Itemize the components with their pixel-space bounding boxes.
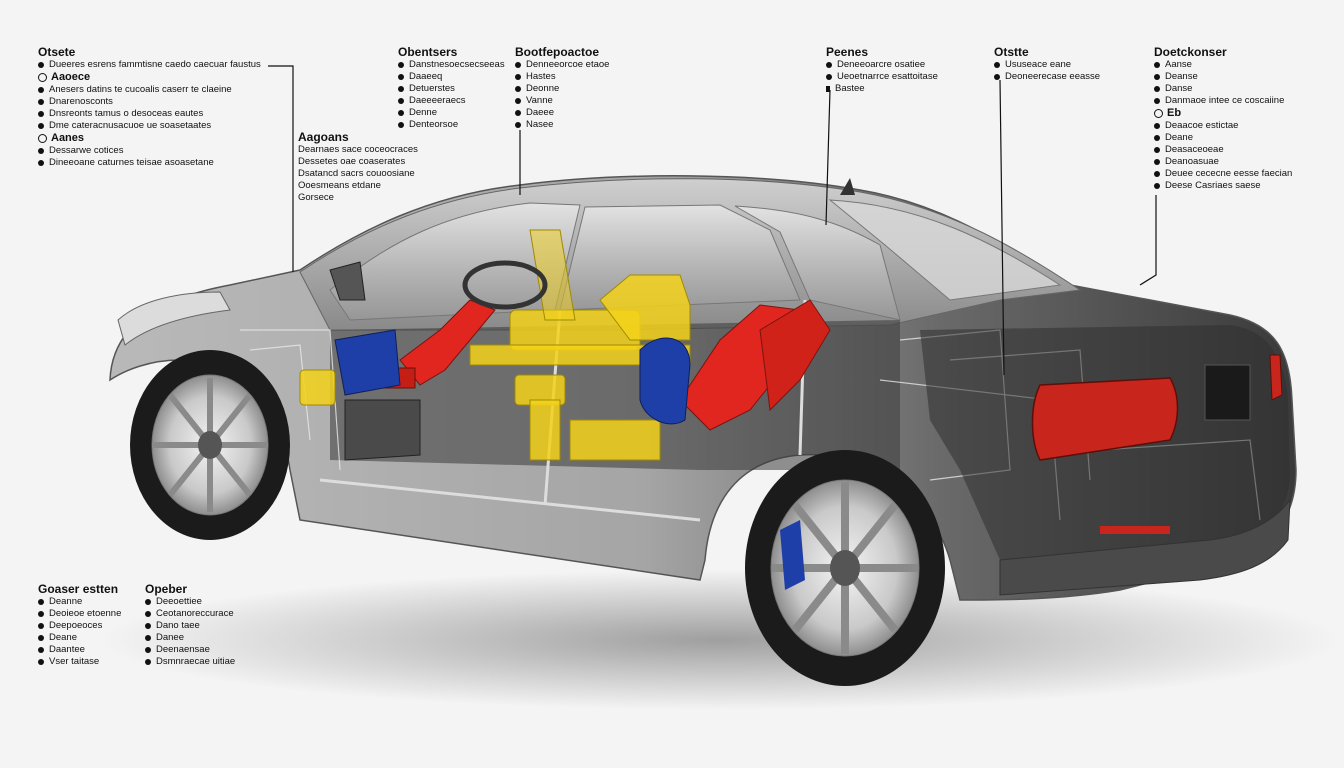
label-group-bottom-left-b: Opeber Deeoettiee Ceotanoreccurace Dano … (145, 582, 235, 668)
list-item: Dessarwe cotices (38, 145, 261, 157)
side-mirror (329, 261, 366, 301)
seats (334, 329, 691, 461)
list-item: Aanse (1154, 59, 1292, 71)
list-item: Dsatancd sacrs couoosiane (298, 168, 415, 179)
steering-wheel (462, 260, 548, 310)
list-item: Deanse (1154, 71, 1292, 83)
group-title: Otstte (994, 45, 1029, 59)
group-title: Opeber (145, 582, 188, 596)
list-item: Deepoeoces (38, 620, 121, 632)
group-title: Obentsers (398, 45, 458, 59)
list-item: Daeeeeraecs (398, 95, 505, 107)
front-wheel (130, 350, 290, 540)
list-item: Detuerstes (398, 83, 505, 95)
list-item: Danmaoe intee ce coscaiine (1154, 95, 1292, 107)
list-item: Deoieoe etoenne (38, 608, 121, 620)
list-item: Dnsreonts tamus o desoceas eautes (38, 108, 261, 120)
leader-lines (268, 65, 1157, 376)
list-item: Deese Casriaes saese (1154, 180, 1292, 192)
list-item: Nasee (515, 119, 609, 131)
list-item: Anesers datins te cucoalis caserr te cla… (38, 84, 261, 96)
list-item: Daaeeq (398, 71, 505, 83)
list-item: Dearnaes sace coceocraces (298, 144, 418, 155)
list-item: Deanoasuae (1154, 156, 1292, 168)
list-item: Vanne (515, 95, 609, 107)
taillight-right (1269, 354, 1283, 401)
list-item: Deoneerecase eeasse (994, 71, 1100, 83)
list-item: Dsmnraecae uitiae (145, 656, 235, 668)
list-item: Ueoetnarrce esattoitase (826, 71, 938, 83)
list-item: Deuee cececne eesse faecian (1154, 168, 1292, 180)
list-item: Ususeace eane (994, 59, 1100, 71)
group-title: Peenes (826, 45, 869, 59)
license-plate-area (1204, 364, 1251, 421)
list-item: Dueeres esrens fammtisne caedo caecuar f… (38, 59, 261, 71)
list-item: Bastee (826, 83, 938, 95)
list-item: Deane (1154, 132, 1292, 144)
list-item: Danee (145, 632, 235, 644)
label-group-far-right: Doetckonser Aanse Deanse Danse Danmaoe i… (1154, 45, 1292, 192)
list-item: Gorsece (298, 192, 334, 203)
rear-reflector (1100, 526, 1170, 534)
airbag-components (374, 299, 831, 431)
label-group-bottom-left-a: Goaser estten Deanne Deoieoe etoenne Dee… (38, 582, 121, 668)
group-title: Goaser estten (38, 582, 119, 596)
list-item: Ceotanoreccurace (145, 608, 235, 620)
list-item: Deonne (515, 83, 609, 95)
list-item: Daeee (515, 107, 609, 119)
list-item: Deeoettiee (145, 596, 235, 608)
list-item: Deneeoarcre osatiee (826, 59, 938, 71)
list-item: Dme cateracnusacuoe ue soasetaates (38, 120, 261, 132)
list-item: Vser taitase (38, 656, 121, 668)
list-item: Dnarenosconts (38, 96, 261, 108)
list-item: Daantee (38, 644, 121, 656)
ground-shadow (100, 570, 1340, 710)
list-item: Dineeoane caturnes teisae asoasetane (38, 157, 261, 169)
list-item: Dessetes oae coaserates (298, 156, 406, 167)
list-item: Hastes (515, 71, 609, 83)
list-item: Deenaensae (145, 644, 235, 656)
list-subheading: Aanes (38, 132, 261, 145)
group-title: Doetckonser (1154, 45, 1227, 59)
list-item: Deane (38, 632, 121, 644)
label-group-top-left: Otsete Dueeres esrens fammtisne caedo ca… (38, 45, 261, 169)
group-title: Aagoans (298, 130, 349, 144)
list-item: Deanne (38, 596, 121, 608)
label-group-top-right-b: Otstte Ususeace eane Deoneerecase eeasse (994, 45, 1100, 83)
rear-bumper (999, 498, 1291, 596)
list-item: Denneeorcoe etaoe (515, 59, 609, 71)
list-item: Deasaceoeae (1154, 144, 1292, 156)
sill-line (319, 478, 701, 522)
antenna (840, 178, 855, 195)
list-subheading: Eb (1154, 107, 1292, 120)
headlight (117, 291, 231, 346)
list-item: Denne (398, 107, 505, 119)
label-group-top-center-right: Bootfepoactoe Denneeorcoe etaoe Hastes D… (515, 45, 609, 131)
list-item: Danstnesoecsecseeas (398, 59, 505, 71)
label-group-top-right-a: Peenes Deneeoarcre osatiee Ueoetnarrce e… (826, 45, 938, 95)
rear-wheel (745, 450, 945, 686)
list-subheading: Aaoece (38, 71, 261, 84)
label-group-top-center: Obentsers Danstnesoecsecseeas Daaeeq Det… (398, 45, 505, 131)
list-item: Deaacoe estictae (1154, 120, 1292, 132)
label-group-center-left: Aagoans Dearnaes sace coceocraces Desset… (298, 130, 418, 204)
list-item: Dano taee (145, 620, 235, 632)
list-item: Ooesmeans etdane (298, 180, 381, 191)
rear-side-window (734, 205, 901, 321)
taillight (1031, 377, 1179, 461)
list-item: Danse (1154, 83, 1292, 95)
group-title: Otsete (38, 45, 76, 59)
group-title: Bootfepoactoe (515, 45, 599, 59)
list-item: Denteorsoe (398, 119, 505, 131)
